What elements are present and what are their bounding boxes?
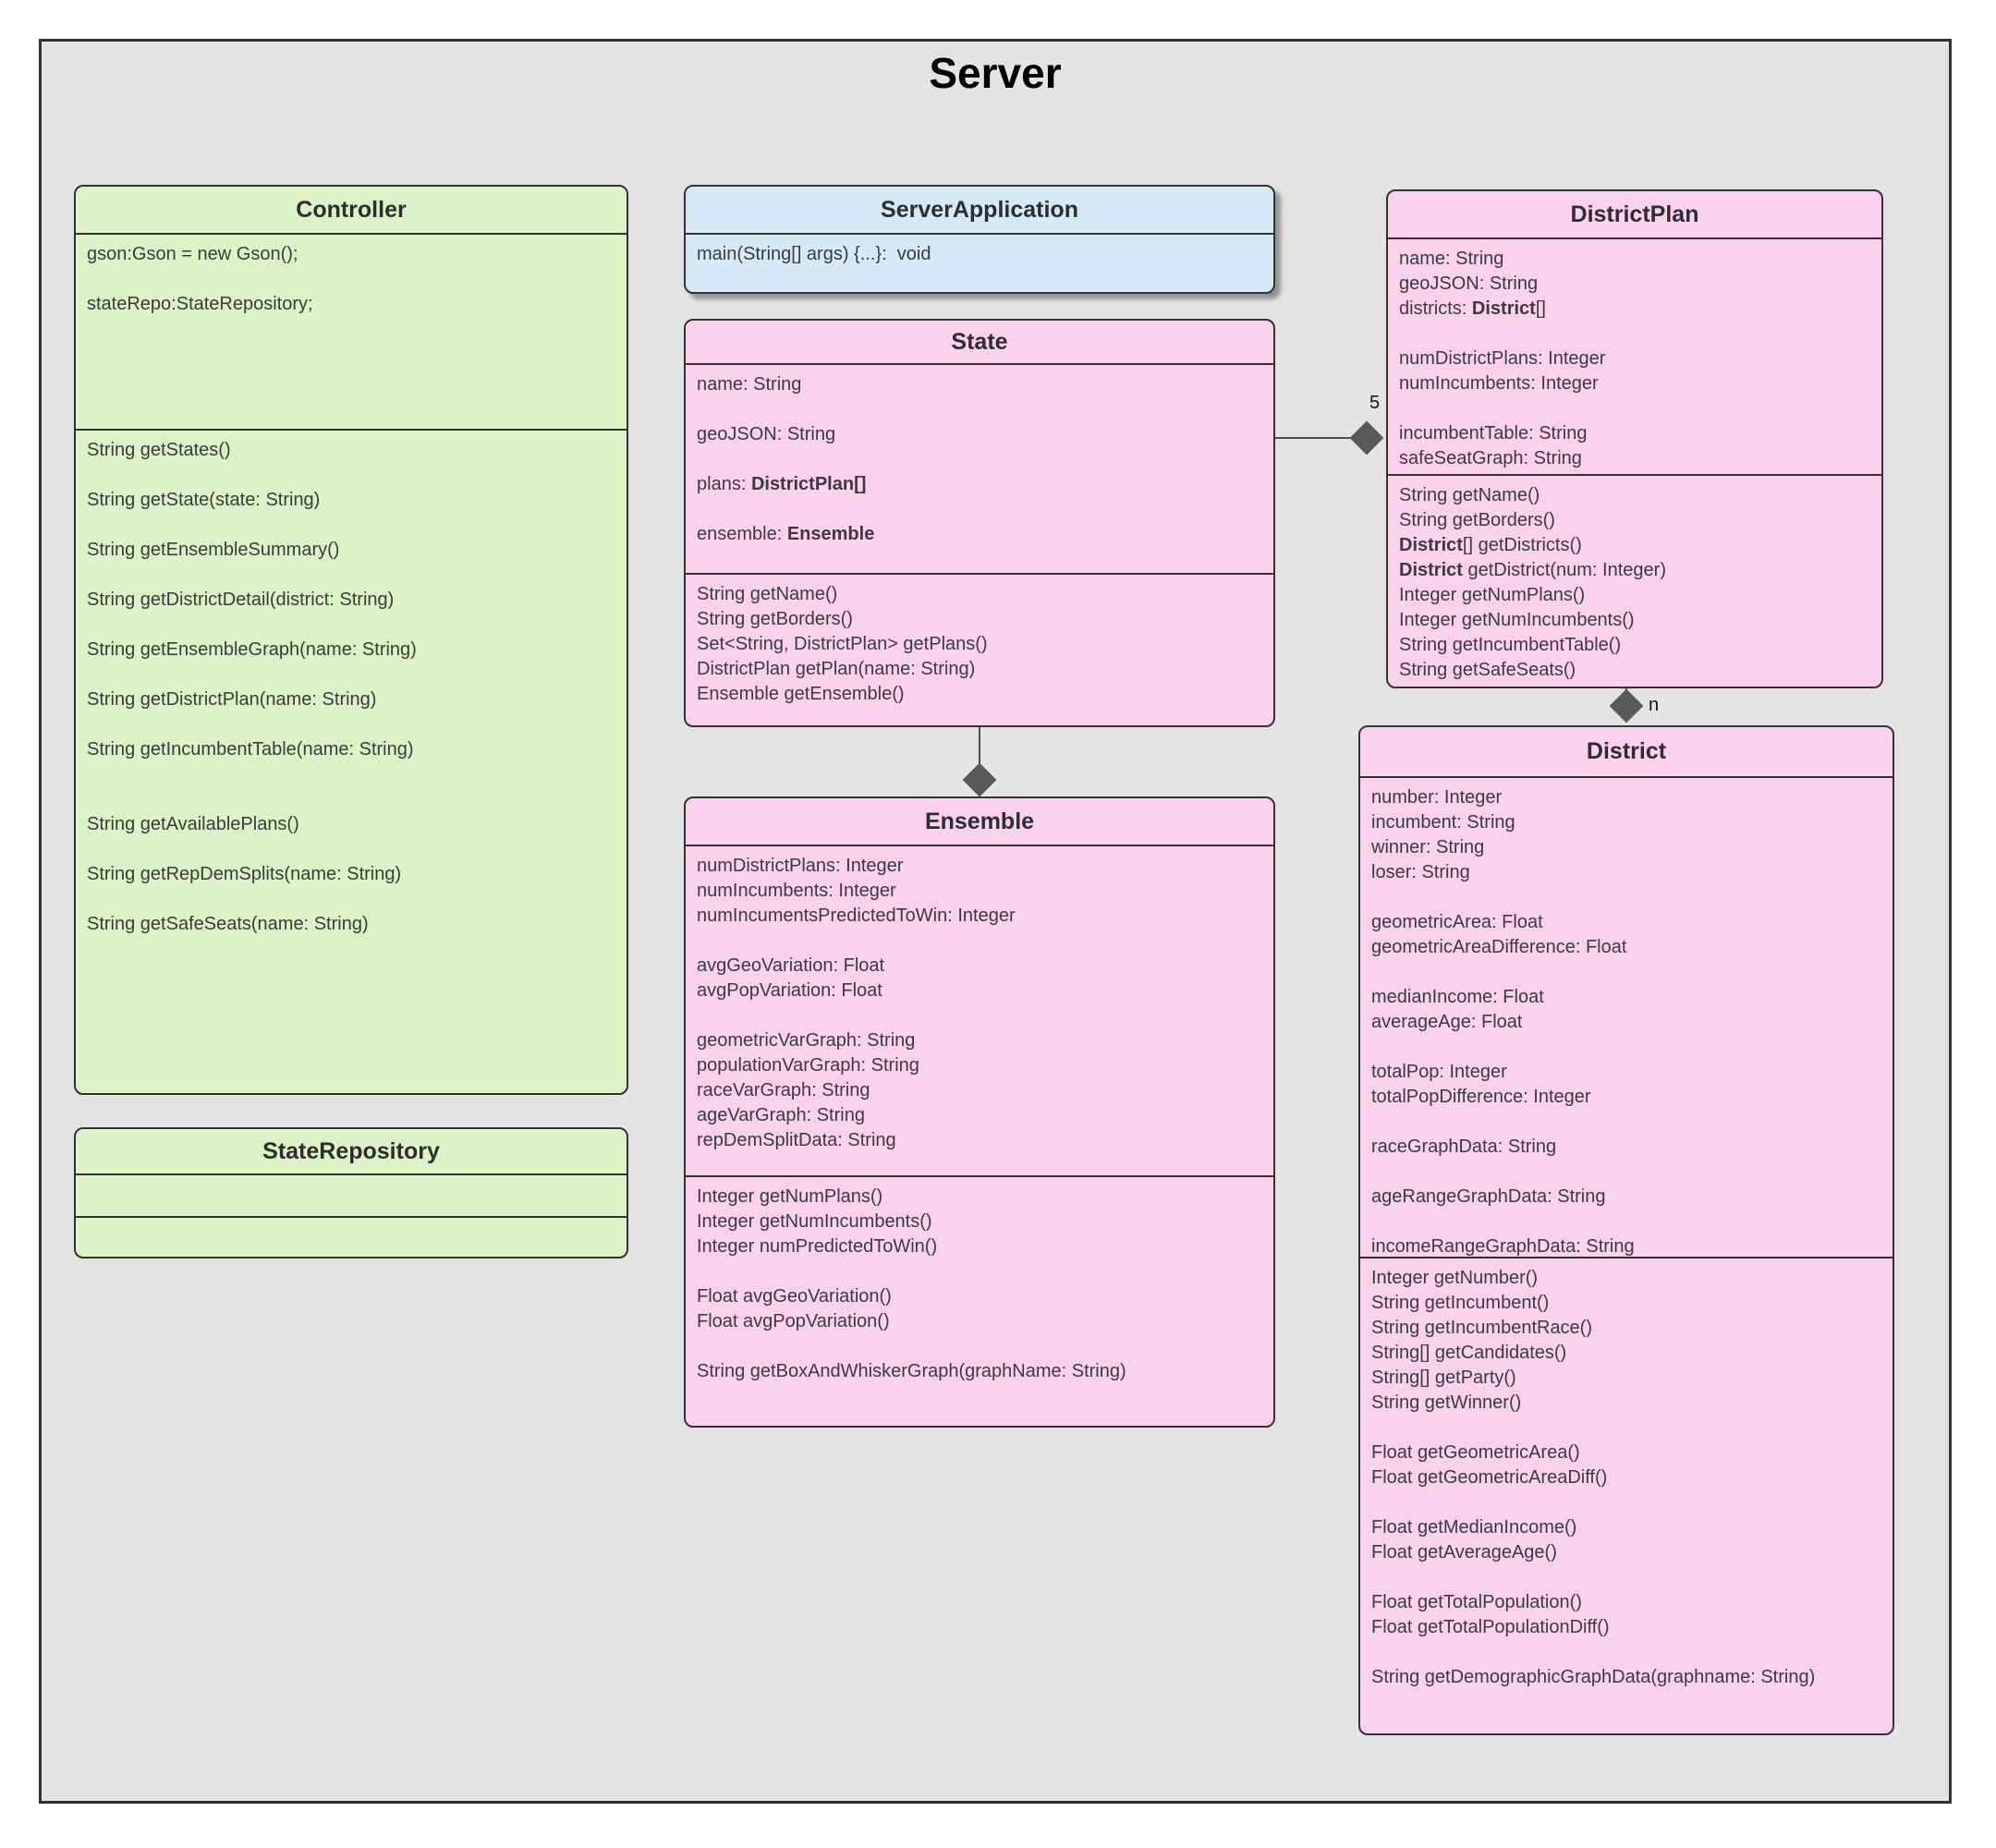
controller-methods: String getStates() String getState(state… — [76, 429, 627, 1093]
server-application-body: main(String[] args) {...}: void — [686, 233, 1273, 292]
controller-attributes: gson:Gson = new Gson(); stateRepo:StateR… — [76, 233, 627, 429]
class-title-ensemble: Ensemble — [924, 808, 1035, 834]
class-box-state-repository: StateRepository — [74, 1127, 628, 1258]
class-box-server-application: ServerApplication main(String[] args) {.… — [684, 185, 1275, 294]
class-title-state-repository: StateRepository — [262, 1137, 440, 1164]
class-box-controller: Controller gson:Gson = new Gson(); state… — [74, 185, 628, 1095]
edge-state-to-ensemble — [979, 727, 980, 768]
multiplicity-label-n: n — [1649, 695, 1660, 715]
state-repository-attributes — [76, 1173, 627, 1216]
ensemble-methods: Integer getNumPlans()Integer getNumIncum… — [686, 1175, 1273, 1426]
class-title-server-application: ServerApplication — [881, 196, 1078, 223]
class-title-district-plan: DistrictPlan — [1570, 201, 1699, 227]
class-title-district: District — [1586, 738, 1667, 764]
class-title-controller: Controller — [296, 196, 407, 223]
district-plan-methods: String getName()String getBorders()Distr… — [1388, 474, 1881, 687]
class-title-state: State — [951, 328, 1008, 355]
multiplicity-label-5: 5 — [1369, 393, 1381, 413]
class-box-state: State name: String geoJSON: String plans… — [684, 319, 1275, 727]
district-methods: Integer getNumber()String getIncumbent()… — [1360, 1257, 1893, 1733]
state-attributes: name: String geoJSON: String plans: Dist… — [686, 363, 1273, 573]
state-repository-methods — [76, 1216, 627, 1257]
diagram-title: Server — [929, 49, 1062, 97]
edge-state-to-districtplan — [1275, 437, 1357, 439]
state-methods: String getName()String getBorders()Set<S… — [686, 573, 1273, 725]
